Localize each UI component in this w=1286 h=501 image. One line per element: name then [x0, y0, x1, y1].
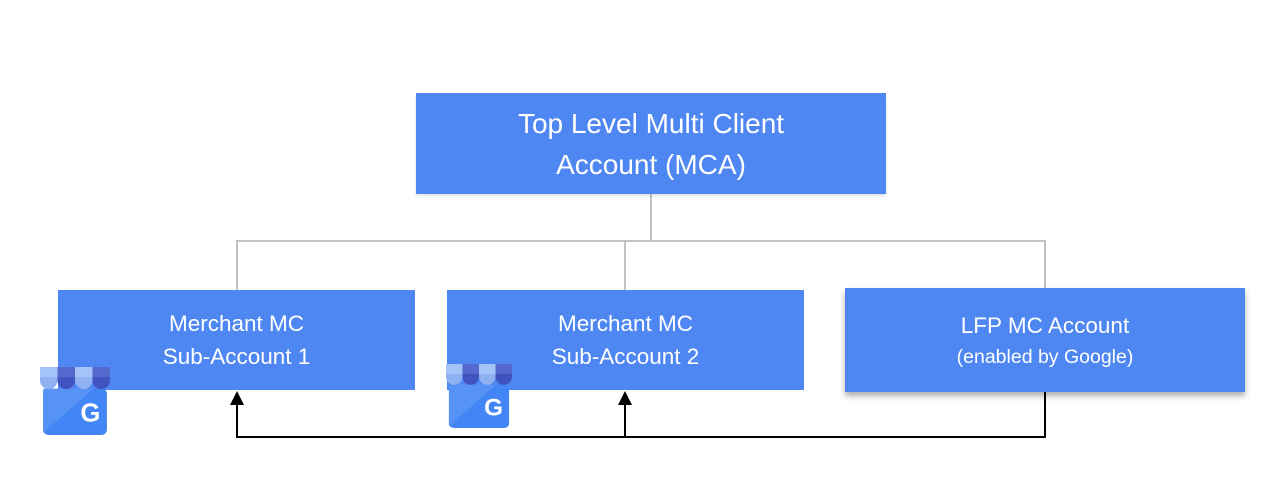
- node-lfp-mc-account: LFP MC Account (enabled by Google): [845, 288, 1245, 392]
- tree-connector-child3-vertical: [1044, 240, 1046, 288]
- feed-line-from-lfp-vertical: [1044, 392, 1046, 438]
- node-label-line2: Account (MCA): [556, 148, 746, 180]
- node-label-line1: Merchant MC: [557, 311, 694, 336]
- google-my-business-icon: G: [40, 367, 110, 437]
- arrowhead-to-sub2-icon: [618, 391, 632, 405]
- tree-connector-child2-vertical: [624, 240, 626, 290]
- google-g-letter: G: [80, 400, 100, 428]
- feed-line-horizontal: [236, 436, 1046, 438]
- feed-line-to-sub2-vertical: [624, 403, 626, 436]
- tree-connector-root-vertical: [650, 194, 652, 242]
- node-label-line2: Sub-Account 2: [551, 344, 700, 369]
- tree-connector-child1-vertical: [236, 240, 238, 290]
- node-label-line2: Sub-Account 1: [162, 344, 311, 369]
- node-merchant-sub-account-1: Merchant MC Sub-Account 1: [58, 290, 415, 390]
- node-label-line1: Merchant MC: [168, 311, 305, 336]
- node-label-line2: (enabled by Google): [956, 345, 1134, 368]
- node-label-line1: LFP MC Account: [960, 312, 1130, 338]
- google-my-business-icon: G: [446, 364, 512, 430]
- arrowhead-to-sub1-icon: [230, 391, 244, 405]
- google-g-letter: G: [484, 394, 503, 421]
- feed-line-to-sub1-vertical: [236, 403, 238, 436]
- node-top-level-mca: Top Level Multi Client Account (MCA): [416, 93, 886, 194]
- node-label-line1: Top Level Multi Client: [517, 107, 785, 139]
- tree-connector-horizontal: [236, 240, 1046, 242]
